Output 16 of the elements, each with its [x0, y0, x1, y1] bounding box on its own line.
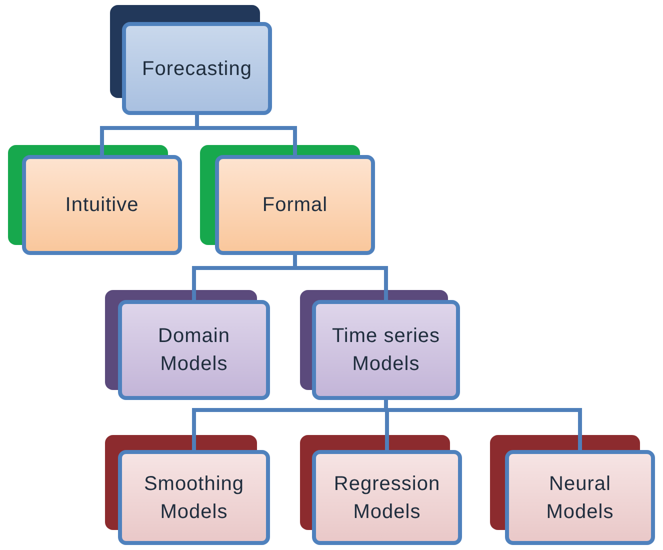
process-box	[505, 450, 655, 545]
node-label: Smoothing Models	[142, 472, 246, 524]
node-label: Intuitive	[65, 193, 139, 218]
node-label: Time series Models	[330, 324, 442, 377]
process-box	[312, 300, 460, 400]
node-label: Neural Models	[545, 472, 615, 524]
node-label: Forecasting	[142, 56, 252, 82]
node-label: Domain Models	[157, 324, 231, 377]
node-label: Regression Models	[332, 472, 442, 524]
process-box	[118, 450, 270, 545]
process-box	[122, 22, 272, 115]
node-label: Formal	[262, 193, 328, 218]
process-box	[215, 155, 375, 255]
process-box	[22, 155, 182, 255]
process-box	[312, 450, 462, 545]
process-box	[118, 300, 270, 400]
